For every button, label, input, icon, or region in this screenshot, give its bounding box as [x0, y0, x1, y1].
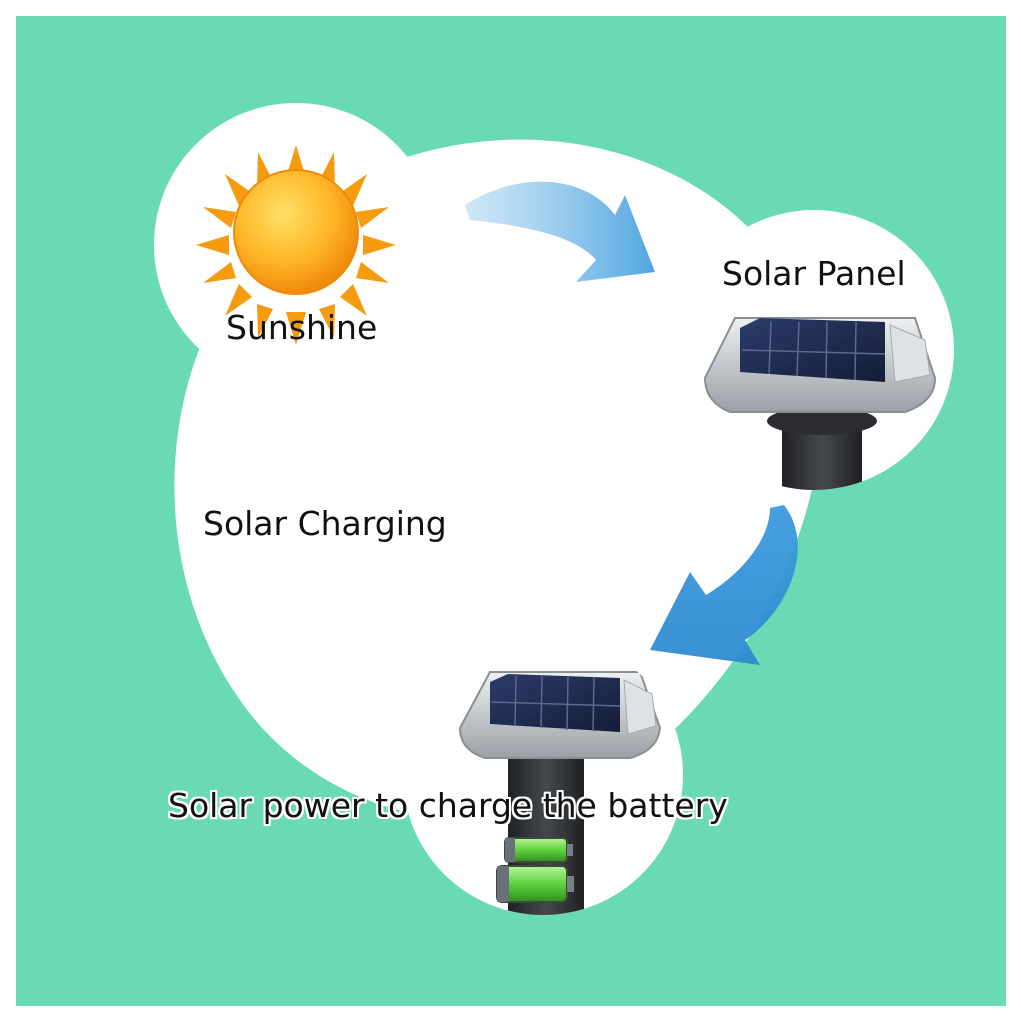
sun-icon	[196, 145, 396, 345]
solar-charging-label: Solar Charging	[203, 504, 447, 543]
curved-arrow-icon	[650, 505, 798, 665]
battery-caption: Solar power to charge the battery	[168, 786, 728, 825]
sunshine-label: Sunshine	[226, 308, 378, 347]
solar-light-icon	[703, 317, 937, 490]
solar-panel-label: Solar Panel	[722, 254, 906, 293]
battery-icon	[496, 837, 574, 903]
curved-arrow-icon	[465, 181, 655, 282]
